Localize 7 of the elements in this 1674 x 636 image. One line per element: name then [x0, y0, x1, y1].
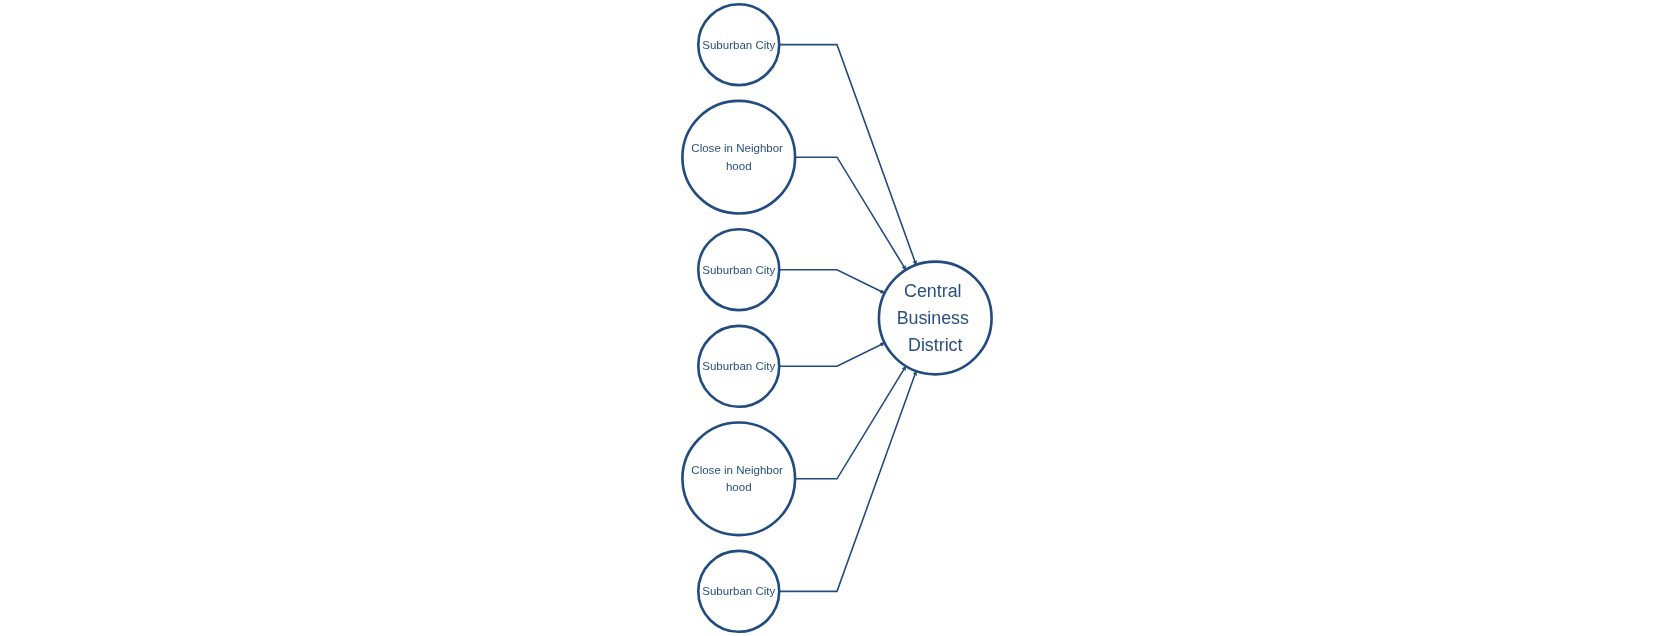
- node-circle: Suburban City: [697, 549, 781, 634]
- node-circle: Suburban City: [697, 324, 781, 409]
- node-circle: Close in Neighbor hood: [681, 421, 797, 537]
- node-circle: Suburban City: [697, 2, 781, 87]
- node-circle: Close in Neighbor hood: [681, 99, 797, 215]
- node-circle: Suburban City: [697, 227, 781, 312]
- node-circle: Central Business District: [877, 260, 993, 376]
